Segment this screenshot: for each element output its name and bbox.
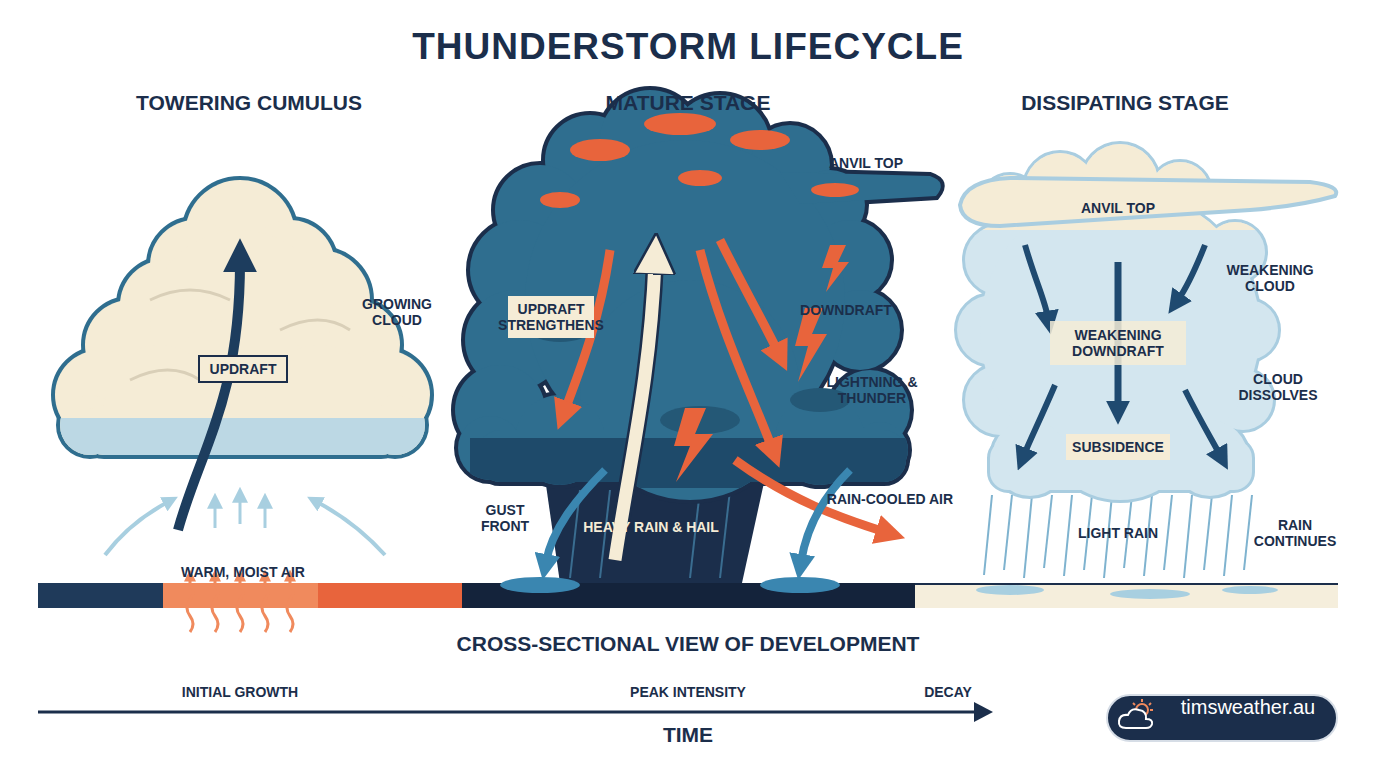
box-text: WEAKENING DOWNDRAFT (1050, 327, 1186, 359)
rain-label: RAIN CONTINUES (1243, 517, 1347, 549)
timeline-label: DECAY (888, 684, 1008, 700)
updraft-box: UPDRAFT (198, 355, 288, 383)
cloud-label: CLOUD DISSOLVES (1226, 371, 1330, 403)
diagram-caption: CROSS-SECTIONAL VIEW OF DEVELOPMENT (238, 632, 1138, 656)
outflow-label: RAIN-COOLED AIR (800, 491, 980, 507)
axis-label: TIME (588, 723, 788, 747)
box-text: timsweather.au (1181, 696, 1316, 719)
timeline-label: INITIAL GROWTH (130, 684, 350, 700)
rain-label: HEAVY RAIN & HAIL (551, 519, 751, 535)
watermark-pill: timsweather.au (1106, 694, 1338, 742)
updraft-box: UPDRAFT STRENGTHENS (508, 296, 594, 338)
box-text: UPDRAFT STRENGTHENS (498, 301, 604, 333)
stage-heading: MATURE STAGE (508, 91, 868, 115)
stage-heading: TOWERING CUMULUS (69, 91, 429, 115)
timeline-label: PEAK INTENSITY (578, 684, 798, 700)
gust-front-label: GUST FRONT (473, 502, 537, 534)
lightning-label: LIGHTNING & THUNDER (813, 374, 931, 406)
anvil-label: ANVIL TOP (801, 155, 931, 171)
rain-label: LIGHT RAIN (1053, 525, 1183, 541)
cloud-label: WEAKENING CLOUD (1218, 262, 1322, 294)
downdraft-box: WEAKENING DOWNDRAFT (1050, 321, 1186, 365)
diagram-title: THUNDERSTORM LIFECYCLE (188, 26, 1188, 69)
stage-heading: DISSIPATING STAGE (945, 91, 1305, 115)
downdraft-label: DOWNDRAFT (781, 302, 911, 318)
box-text: SUBSIDENCE (1072, 439, 1164, 455)
air-label: WARM, MOIST AIR (133, 564, 353, 580)
subsidence-box: SUBSIDENCE (1066, 434, 1170, 460)
box-text: UPDRAFT (210, 361, 277, 377)
anvil-label: ANVIL TOP (1053, 200, 1183, 216)
cloud-label: GROWING CLOUD (351, 296, 443, 328)
